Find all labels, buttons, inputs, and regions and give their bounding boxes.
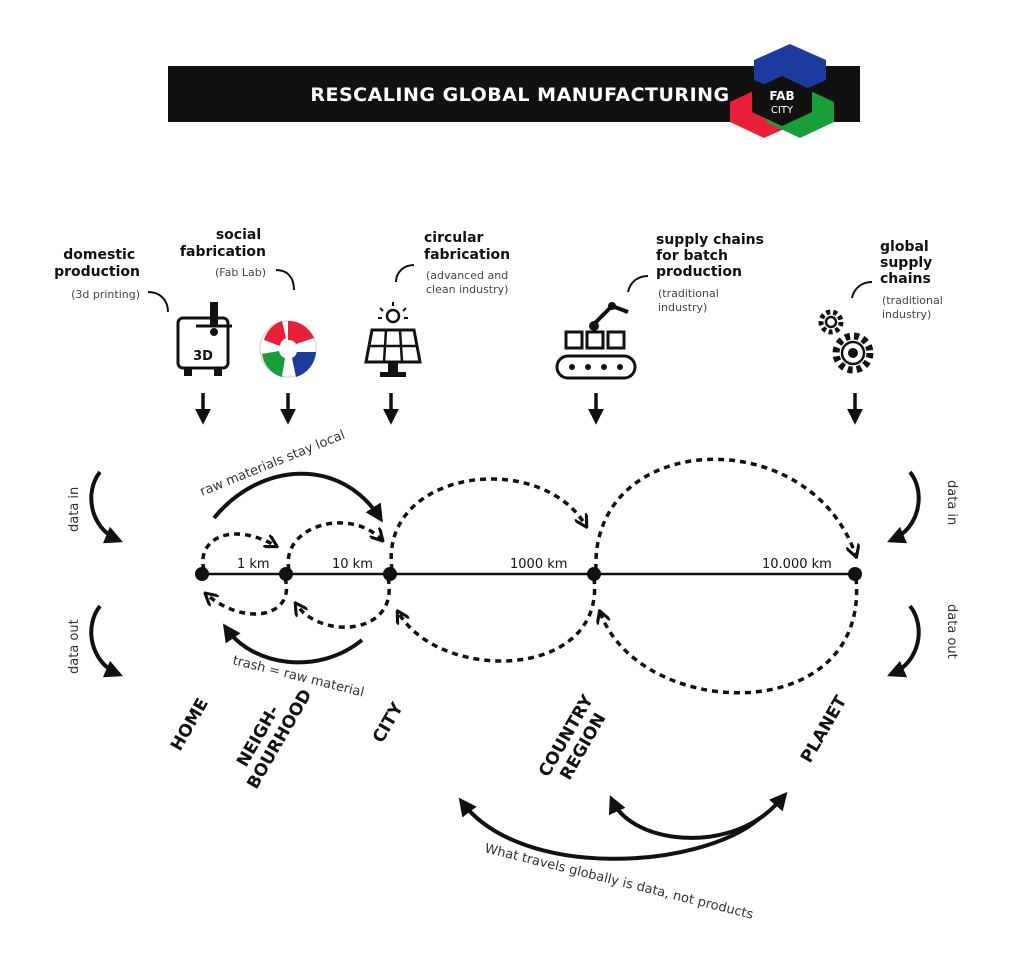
leader-curve-domestic <box>147 291 169 313</box>
assembly-line-robot-icon <box>555 302 637 380</box>
distance-1km: 1 km <box>237 557 270 572</box>
solar-panel-icon <box>364 302 422 377</box>
trash-arc <box>222 623 364 665</box>
node-country <box>587 567 601 581</box>
data-out-label-left: data out <box>67 619 82 674</box>
global-data-label: What travels globally is data, not produ… <box>483 841 755 922</box>
dashed-lower-loops <box>206 577 859 695</box>
mode-title-circular: circular fabrication <box>424 230 510 263</box>
mode-title-social: social fabrication <box>180 227 266 260</box>
distance-1000km: 1000 km <box>510 557 567 572</box>
3d-printer-icon: 3D <box>176 302 232 376</box>
leader-curve-social <box>275 269 295 291</box>
mode-title-batch: supply chains for batch production <box>656 232 769 280</box>
mode-title-domestic: domestic production <box>54 247 140 280</box>
node-home <box>195 567 209 581</box>
logo-text-city: CITY <box>771 105 794 116</box>
mode-title-global: global supply chains <box>880 239 937 287</box>
page-title: RESCALING GLOBAL MANUFACTURING <box>310 84 729 106</box>
global-arc-end <box>739 791 788 832</box>
data-out-arrow-left <box>89 604 123 678</box>
mode-subtitle-batch: (traditional industry) <box>658 287 722 314</box>
data-in-label-right: data in <box>944 480 959 525</box>
logo-text-fab: FAB <box>769 89 794 103</box>
data-out-arrow-right <box>887 604 921 678</box>
data-in-label-left: data in <box>67 487 82 532</box>
dashed-upper-loops <box>201 457 856 571</box>
place-neighbourhood: NEIGH- BOURHOOD <box>226 676 316 793</box>
place-city: CITY <box>369 699 408 747</box>
place-home: HOME <box>167 695 213 755</box>
scale-nodes <box>195 567 862 581</box>
data-in-arrow-right <box>887 470 921 544</box>
raw-materials-label: raw materials stay local <box>198 428 348 500</box>
3d-label: 3D <box>193 349 213 364</box>
raw-materials-arc <box>212 471 383 523</box>
node-planet <box>848 567 862 581</box>
place-planet: PLANET <box>797 692 851 766</box>
fab-city-logo: FAB CITY <box>730 44 834 138</box>
leader-curve-circular <box>395 264 415 283</box>
gears-icon <box>818 309 874 374</box>
data-in-arrow-left <box>89 470 123 544</box>
node-city <box>383 567 397 581</box>
global-arc-long <box>458 797 762 861</box>
mode-subtitle-global: (traditional industry) <box>882 294 946 321</box>
leader-curve-global <box>851 281 873 299</box>
mode-subtitle-circular: (advanced and clean industry) <box>426 269 512 296</box>
node-neighbourhood <box>279 567 293 581</box>
distance-10km: 10 km <box>332 557 373 572</box>
place-country-region: COUNTRY REGION <box>535 687 618 791</box>
fab-lab-logo-icon <box>259 320 317 378</box>
mode-subtitle-domestic: (3d printing) <box>71 288 140 301</box>
distance-10000km: 10.000 km <box>762 557 832 572</box>
leader-curve-batch <box>627 275 649 293</box>
mode-subtitle-social: (Fab Lab) <box>215 266 266 279</box>
down-arrows <box>195 393 863 425</box>
data-out-label-right: data out <box>944 604 959 659</box>
